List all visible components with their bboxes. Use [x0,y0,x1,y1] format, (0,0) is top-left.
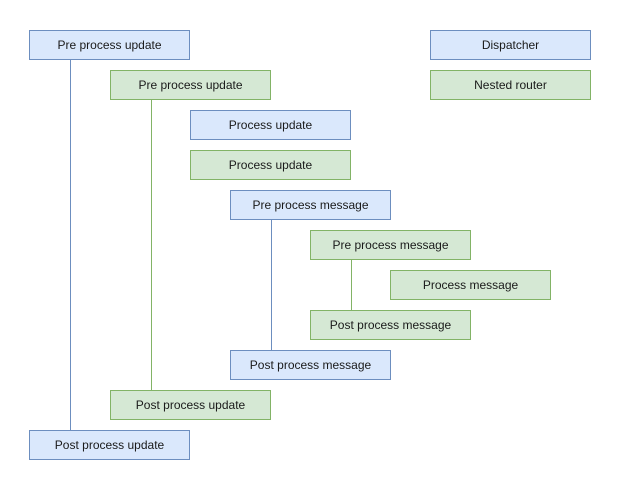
node-post-process-message-green[interactable]: Post process message [310,310,471,340]
node-label: Process message [422,278,519,292]
legend-item-label: Nested router [474,78,547,92]
node-label: Pre process message [252,198,369,212]
node-label: Pre process update [138,78,243,92]
node-label: Pre process message [332,238,449,252]
node-label: Post process message [329,318,452,332]
node-post-process-update-green[interactable]: Post process update [110,390,271,420]
node-pre-process-update-blue[interactable]: Pre process update [29,30,190,60]
node-post-process-message-blue[interactable]: Post process message [230,350,391,380]
node-label: Process update [228,118,313,132]
connector-dispatcher-message-span [271,220,272,350]
node-pre-process-message-green[interactable]: Pre process message [310,230,471,260]
node-post-process-update-blue[interactable]: Post process update [29,430,190,460]
connector-router-message-span [351,260,352,310]
node-process-update-green[interactable]: Process update [190,150,351,180]
legend-item-label: Dispatcher [481,38,540,52]
node-label: Post process update [135,398,246,412]
connector-router-update-span [151,100,152,390]
node-label: Post process update [54,438,165,452]
node-pre-process-update-green[interactable]: Pre process update [110,70,271,100]
node-label: Pre process update [57,38,162,52]
node-pre-process-message-blue[interactable]: Pre process message [230,190,391,220]
node-process-update-blue[interactable]: Process update [190,110,351,140]
node-label: Process update [228,158,313,172]
connector-dispatcher-update-span [70,60,71,430]
legend-item-nested-router[interactable]: Nested router [430,70,591,100]
node-label: Post process message [249,358,372,372]
legend-item-dispatcher[interactable]: Dispatcher [430,30,591,60]
node-process-message-green[interactable]: Process message [390,270,551,300]
